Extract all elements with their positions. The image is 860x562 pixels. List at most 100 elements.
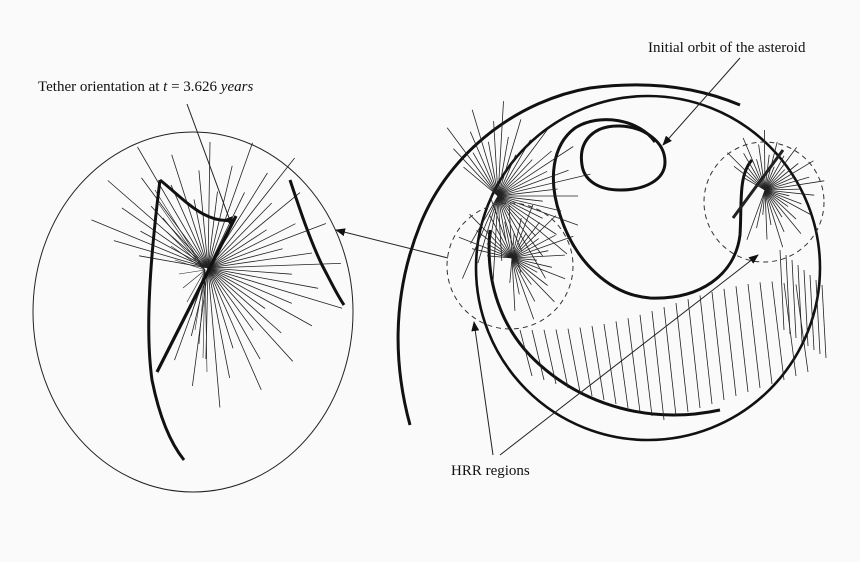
main-ray (471, 109, 499, 197)
zoom-web-line (170, 245, 206, 271)
zoom-web-line (158, 203, 206, 271)
hatch-line (519, 329, 533, 377)
zoom-trajectory-left (147, 179, 186, 461)
main-ray (504, 221, 513, 259)
zoom-ray (171, 154, 209, 269)
main-ray (758, 144, 766, 191)
tether-label-var: t (163, 79, 168, 95)
main-ray (477, 195, 499, 264)
hrr-arrow-left (471, 321, 494, 456)
main-tether-rays (446, 101, 825, 320)
zoom-ray (207, 267, 234, 349)
zoom-ray (91, 219, 209, 269)
main-ray (764, 176, 795, 191)
main-ray (493, 121, 499, 197)
main-ray (743, 153, 766, 191)
main-ray (764, 129, 766, 191)
main-ray (472, 152, 499, 197)
hatch-line (555, 329, 569, 389)
main-ray (511, 257, 538, 273)
main-ray (497, 195, 543, 219)
hatch-line (723, 288, 737, 397)
main-ray (764, 189, 783, 218)
zoom-ray (207, 252, 312, 269)
zoom-ray (207, 192, 245, 269)
main-ray (764, 176, 810, 191)
inner-loop-orbit (551, 118, 754, 300)
main-ray (476, 230, 513, 259)
tether-label-prefix: Tether orientation at (38, 79, 160, 95)
zoom-ray (207, 202, 272, 269)
main-ray (764, 189, 768, 240)
hatch-line (579, 327, 593, 397)
main-ray (497, 188, 558, 197)
hatch-line (815, 279, 821, 355)
main-ray (511, 232, 527, 259)
main-ray (497, 195, 579, 226)
main-ray (497, 146, 574, 197)
main-ray (453, 148, 499, 197)
zoom-ray (207, 157, 295, 269)
main-ray (733, 165, 766, 191)
zoom-ray (121, 207, 209, 269)
hrr-region-right (703, 141, 825, 263)
hatch-line (747, 283, 761, 389)
hatch-line (675, 303, 689, 413)
main-ray (764, 189, 772, 226)
main-ray (756, 189, 766, 229)
main-ray (511, 257, 536, 302)
main-ray (764, 189, 784, 248)
hatch-line (567, 328, 581, 393)
main-ray (746, 189, 766, 240)
main-ray (497, 127, 550, 197)
zoom-link-arrow (335, 228, 449, 259)
zoom-ray (207, 229, 267, 269)
main-ray (488, 141, 499, 197)
main-ray (511, 215, 557, 259)
zoom-ray (207, 267, 292, 304)
main-ray (497, 195, 543, 202)
main-ray (509, 257, 513, 283)
asteroid-orbit (579, 124, 667, 192)
zoom-web-line (162, 217, 206, 271)
hatch-line (779, 249, 785, 331)
zoom-ray (207, 267, 282, 334)
hatch-line (615, 321, 629, 409)
tether-arrow (186, 103, 233, 227)
zoom-tether-orientation (155, 215, 238, 373)
outer-spiral-arc (396, 83, 741, 426)
hatch-line (687, 299, 701, 409)
main-ray (511, 238, 539, 259)
main-ray (764, 189, 785, 232)
main-tether-orientation (731, 149, 785, 219)
tether-label-unit: years (220, 79, 254, 95)
main-ray (497, 150, 552, 197)
zoom-ray (207, 192, 301, 269)
zoom-ray (207, 267, 343, 309)
zoom-ray (207, 263, 341, 269)
hatch-line (809, 274, 815, 351)
zoom-ray (113, 240, 209, 269)
main-ray (764, 169, 786, 191)
main-ray (764, 147, 797, 191)
hrr-arrow-right (499, 254, 759, 456)
zoom-web-line (182, 269, 206, 289)
zoom-ray (207, 267, 221, 408)
main-ray (470, 195, 499, 244)
main-ray (511, 204, 534, 259)
main-ray (764, 189, 802, 234)
zoom-ray (207, 267, 313, 327)
main-ray (511, 235, 574, 259)
main-ray (511, 257, 535, 320)
zoom-ray (198, 170, 209, 269)
main-ray (743, 177, 766, 191)
zoom-ray (207, 248, 283, 269)
zoom-ray (170, 184, 209, 269)
hatch-line (771, 281, 785, 381)
zoom-ray (207, 267, 319, 289)
main-ray (764, 160, 814, 191)
main-ray (764, 188, 801, 191)
zoom-ray (207, 141, 211, 269)
